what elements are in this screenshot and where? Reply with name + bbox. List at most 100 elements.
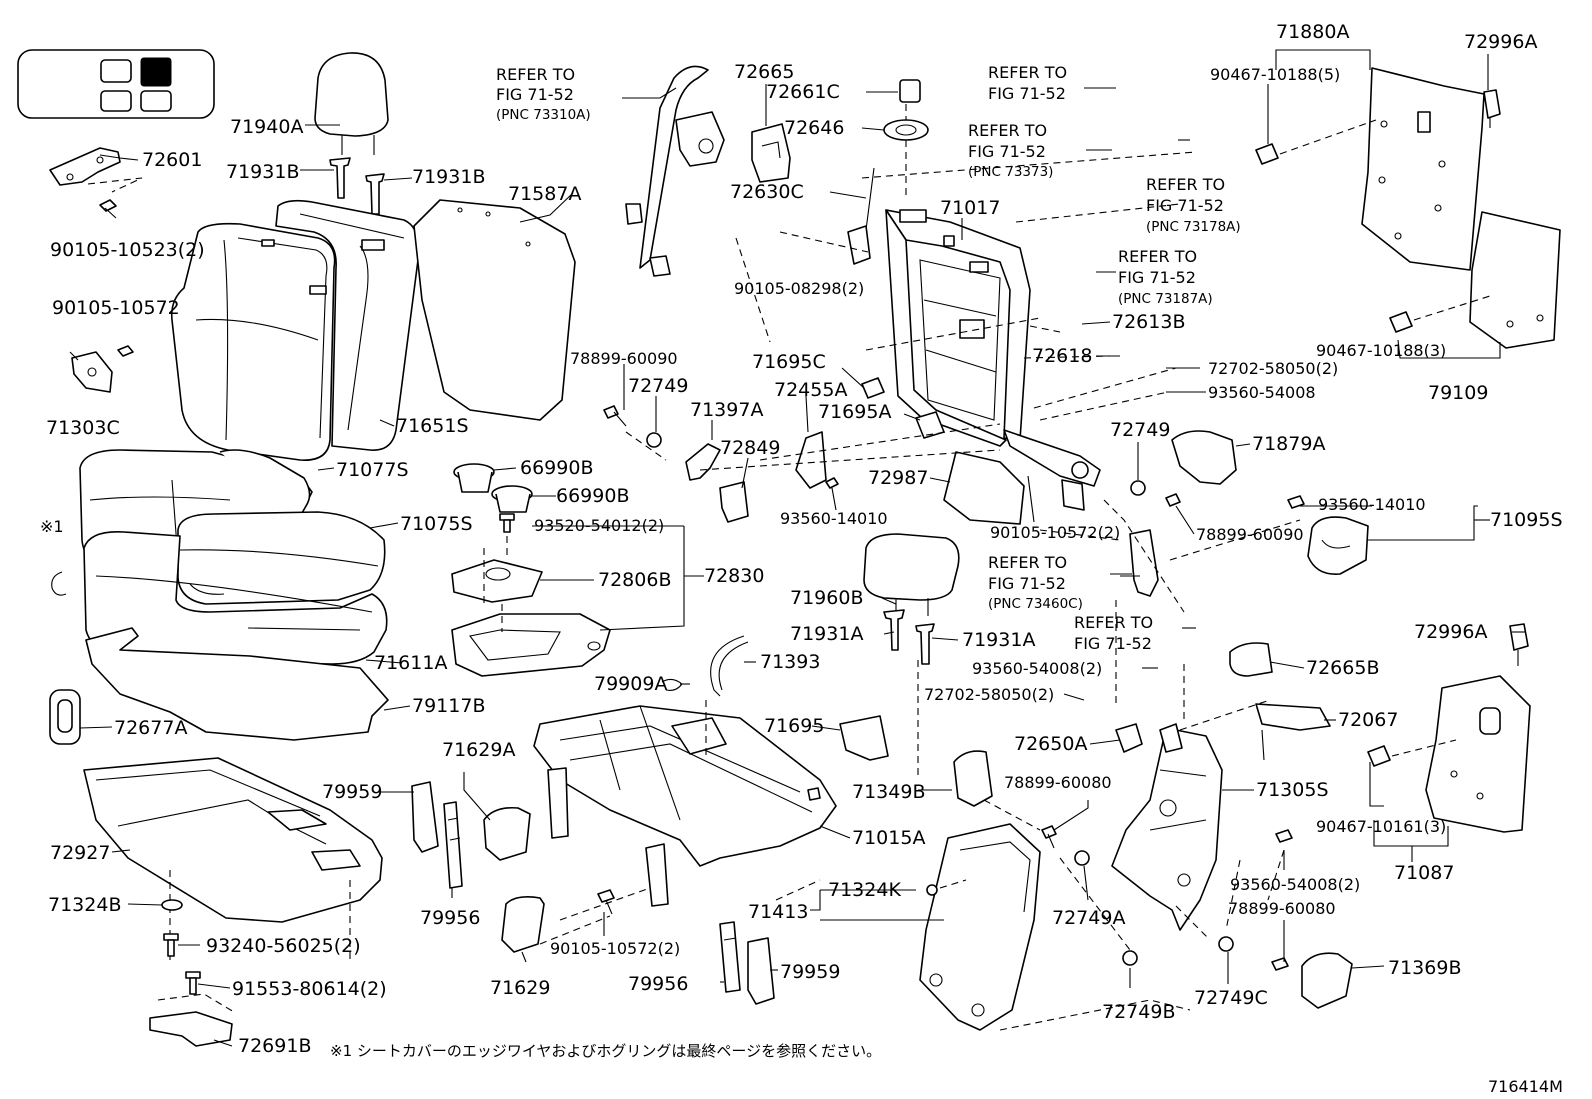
label-72665B: 72665B xyxy=(1306,657,1379,679)
clip-90467-10161-icon xyxy=(1367,739,1457,767)
side-cover-71879A xyxy=(1171,430,1237,485)
label-72691B: 72691B xyxy=(238,1035,311,1057)
wire-71393 xyxy=(710,635,749,697)
svg-text:FIG 71-52: FIG 71-52 xyxy=(988,84,1066,103)
label-93520-54012: 93520-54012(2) xyxy=(534,516,664,535)
grommet-72665B xyxy=(1229,642,1273,677)
label-72702-58050-top: 72702-58050(2) xyxy=(1208,359,1338,378)
cover-72665 xyxy=(751,123,791,183)
trim-71629A xyxy=(483,806,531,861)
label-71960B: 71960B xyxy=(790,587,863,609)
trim-panel-71087 xyxy=(1425,675,1531,833)
hinge-cover-71413 xyxy=(919,823,1041,1031)
clip-90467-10188-top-icon xyxy=(1255,119,1377,165)
nut-72749C-icon xyxy=(1218,936,1234,952)
label-71940A: 71940A xyxy=(230,116,303,138)
label-71695: 71695 xyxy=(764,715,824,737)
headrest-71940A xyxy=(314,52,389,155)
headrest-guide-left-icon xyxy=(329,157,351,199)
screw-93560-54008-c-icon xyxy=(1275,829,1293,843)
bracket-71303C xyxy=(69,345,134,393)
label-93560-14010-right: 93560-14010 xyxy=(1318,495,1426,514)
trim-79959-left xyxy=(411,781,439,853)
label-66990B-b: 66990B xyxy=(556,485,629,507)
label-90105-10572: 90105-10572 xyxy=(52,297,180,319)
label-71305S: 71305S xyxy=(1256,779,1329,801)
label-71931A-right: 71931A xyxy=(962,629,1035,651)
under-tray-72927 xyxy=(83,757,383,960)
svg-text:(PNC 73310A): (PNC 73310A) xyxy=(496,107,591,123)
hook-72996A-top xyxy=(1483,89,1501,128)
label-71629A: 71629A xyxy=(442,739,515,761)
bolt-93240-icon xyxy=(163,933,179,957)
washer-71324B xyxy=(161,899,183,911)
screw-93560-14010-right-icon xyxy=(1287,495,1305,509)
label-71017: 71017 xyxy=(940,197,1000,219)
nut-72749-right-icon xyxy=(1130,480,1146,496)
shield-plate-72987 xyxy=(943,451,1025,525)
refer-callouts: REFER TO FIG 71-52 (PNC 73310A) REFER TO… xyxy=(496,63,1241,653)
label-79956-left: 79956 xyxy=(420,907,480,929)
bezel-72646 xyxy=(883,104,929,141)
label-78899-60080-b: 78899-60080 xyxy=(1228,899,1336,918)
label-66990B-a: 66990B xyxy=(520,457,593,479)
label-79959-left: 79959 xyxy=(322,781,382,803)
hinge-bracket-72601 xyxy=(49,147,143,219)
label-72806B: 72806B xyxy=(598,569,671,591)
label-72455A: 72455A xyxy=(774,379,847,401)
label-90105-10572-mid: 90105-10572(2) xyxy=(990,523,1120,542)
label-71931B-left: 71931B xyxy=(226,161,299,183)
note-mark: ※1 xyxy=(40,517,64,536)
svg-text:(PNC 73460C): (PNC 73460C) xyxy=(988,596,1083,612)
label-93560-54008-right: 93560-54008(2) xyxy=(1230,875,1360,894)
label-90105-10523: 90105-10523(2) xyxy=(50,239,205,261)
cup-holder-66990B-b xyxy=(491,485,533,513)
label-93560-54008-mid: 93560-54008(2) xyxy=(972,659,1102,678)
label-72601: 72601 xyxy=(142,149,202,171)
label-79109: 79109 xyxy=(1428,382,1488,404)
label-72749B: 72749B xyxy=(1102,1001,1175,1023)
label-71095S: 71095S xyxy=(1490,509,1563,531)
svg-text:REFER TO: REFER TO xyxy=(968,121,1047,140)
seat-cushion-felt-79117B xyxy=(85,627,389,741)
svg-text:FIG 71-52: FIG 71-52 xyxy=(1118,268,1196,287)
nut-72749-icon xyxy=(646,432,662,448)
label-71931A-left: 71931A xyxy=(790,623,863,645)
label-71879A: 71879A xyxy=(1252,433,1325,455)
label-72996A-bottom: 72996A xyxy=(1414,621,1487,643)
label-72927: 72927 xyxy=(50,842,110,864)
svg-text:FIG 71-52: FIG 71-52 xyxy=(988,574,1066,593)
label-72613B: 72613B xyxy=(1112,311,1185,333)
label-72661C: 72661C xyxy=(766,81,840,103)
trim-79959-right xyxy=(747,937,775,1005)
label-72067: 72067 xyxy=(1338,709,1398,731)
svg-text:REFER TO: REFER TO xyxy=(496,65,575,84)
seat-belt-buckle-73460C xyxy=(1129,529,1159,597)
label-79956-right: 79956 xyxy=(628,973,688,995)
label-90467-10161: 90467-10161(3) xyxy=(1316,817,1446,836)
label-72702-58050-mid: 72702-58050(2) xyxy=(924,685,1054,704)
footnote: ※1 シートカバーのエッジワイヤおよびホグリングは最終ページを参照ください。 xyxy=(330,1042,881,1060)
label-79909A: 79909A xyxy=(594,673,667,695)
refer-callout-73460C: REFER TO FIG 71-52 (PNC 73460C) xyxy=(988,553,1083,612)
edge-wire-note-icon xyxy=(51,571,67,596)
label-71015A: 71015A xyxy=(852,827,925,849)
label-90105-10572-lower: 90105-10572(2) xyxy=(550,939,680,958)
headrest-guide-71931A-left-icon xyxy=(883,609,905,651)
trim-panel-79109 xyxy=(1469,211,1561,349)
release-cable-72630C xyxy=(847,167,875,265)
svg-text:REFER TO: REFER TO xyxy=(1146,175,1225,194)
grommet-72677A xyxy=(49,689,81,745)
label-71931B-right: 71931B xyxy=(412,166,485,188)
label-72650A: 72650A xyxy=(1014,733,1087,755)
label-78899-60090-right: 78899-60090 xyxy=(1196,525,1304,544)
label-71695A: 71695A xyxy=(818,401,891,423)
label-90467-10188-5: 90467-10188(5) xyxy=(1210,65,1340,84)
clip-90467-10188-bottom-icon xyxy=(1389,295,1491,333)
clip-79956-right xyxy=(719,921,741,993)
label-78899-60080-a: 78899-60080 xyxy=(1004,773,1112,792)
label-71349B: 71349B xyxy=(852,781,925,803)
label-90105-08298: 90105-08298(2) xyxy=(734,279,864,298)
bolt-78899-60080-a-icon xyxy=(1041,825,1057,849)
svg-text:REFER TO: REFER TO xyxy=(1074,613,1153,632)
